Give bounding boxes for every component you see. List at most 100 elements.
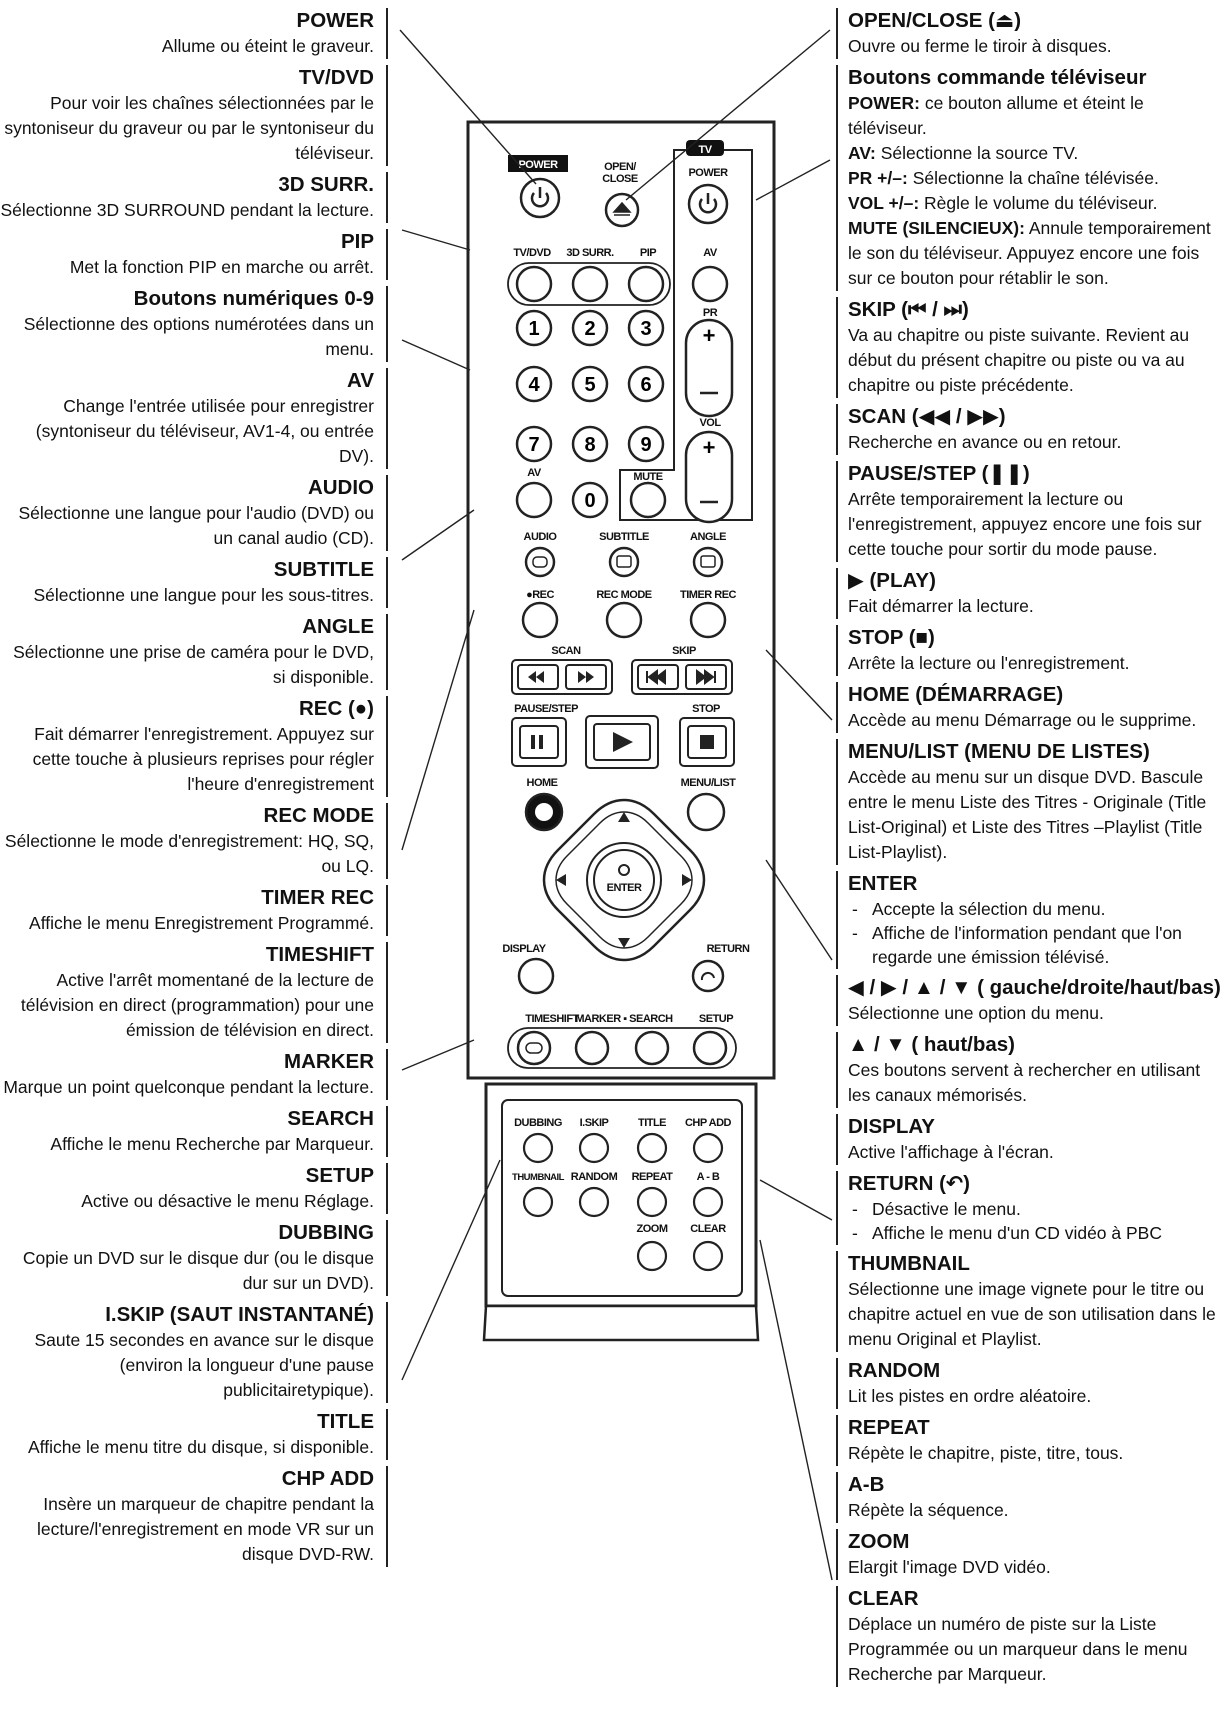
digit-button-6[interactable]: [627, 365, 665, 403]
entry-title: DISPLAY: [848, 1115, 935, 1138]
recmode-label: REC MODE: [596, 589, 651, 601]
iskip-label: I.SKIP: [580, 1117, 609, 1129]
return-button[interactable]: [691, 959, 725, 993]
entry-title: AV: [347, 369, 374, 392]
digit-button-8[interactable]: [571, 425, 609, 463]
entry-description: Insère un marqueur de chapitre pendant l…: [37, 1494, 374, 1564]
digit-button-5[interactable]: [571, 365, 609, 403]
marker-button[interactable]: [574, 1030, 610, 1066]
display-button[interactable]: [517, 957, 555, 995]
right-entry-gauche-droite-haut-bas: ◀ / ▶ / ▲ / ▼ ( gauche/droite/haut/bas)S…: [836, 975, 1222, 1026]
entry-description: Affiche le menu Enregistrement Programmé…: [29, 913, 374, 933]
subtitle-button[interactable]: [608, 546, 640, 578]
av-tv-button[interactable]: [691, 265, 729, 303]
dubbing-button[interactable]: [522, 1132, 554, 1164]
entry-description: Arrête la lecture ou l'enregistrement.: [848, 653, 1130, 673]
repeat-button[interactable]: [636, 1186, 668, 1218]
digit-button-7[interactable]: [515, 425, 553, 463]
up-arrow-button[interactable]: [618, 812, 630, 822]
timeshift-icon: [525, 1042, 543, 1054]
timerrec-button[interactable]: [689, 601, 727, 639]
right-arrow-button[interactable]: [682, 874, 692, 886]
angle-button[interactable]: [692, 546, 724, 578]
eject-icon: [612, 201, 632, 216]
av-tv-label: AV: [703, 247, 718, 259]
right-descriptions: OPEN/CLOSE (⏏)Ouvre ou ferme le tiroir à…: [836, 8, 1222, 1693]
enter-label: ENTER: [607, 882, 642, 894]
entry-description: Sélectionne une prise de caméra pour le …: [13, 642, 374, 687]
entry-title: HOME (DÉMARRAGE): [848, 683, 1064, 706]
menulist-button[interactable]: [686, 792, 726, 832]
av-button[interactable]: [515, 481, 553, 519]
search-button[interactable]: [634, 1030, 670, 1066]
audio-button[interactable]: [524, 546, 556, 578]
enter-button[interactable]: [593, 849, 655, 911]
pr-plus-icon: +: [703, 323, 716, 348]
right-entry-skip: SKIP (⏮ / ⏭)Va au chapitre ou piste suiv…: [836, 297, 1222, 398]
entry-title: REC (●): [298, 697, 374, 720]
digit-button-0[interactable]: [571, 481, 609, 519]
ab-button[interactable]: [692, 1186, 724, 1218]
entry-title: RETURN (↶): [848, 1172, 970, 1195]
entry-description: Ouvre ou ferme le tiroir à disques.: [848, 36, 1112, 56]
vol-rocker[interactable]: [684, 430, 734, 524]
tv-control-desc: Sélectionne la chaîne télévisée.: [907, 168, 1159, 188]
av-label: AV: [527, 467, 542, 479]
mute-button[interactable]: [629, 481, 667, 519]
rec-button[interactable]: [521, 601, 559, 639]
digit-label: 0: [584, 490, 595, 512]
entry-bullet: Accepte la sélection du menu.: [852, 897, 1222, 921]
left-entry-3d-surr: 3D SURR.Sélectionne 3D SURROUND pendant …: [0, 172, 388, 223]
right-entry-open-close: OPEN/CLOSE (⏏)Ouvre ou ferme le tiroir à…: [836, 8, 1222, 59]
entry-title: 3D SURR.: [278, 173, 374, 196]
entry-description: Ces boutons servent à rechercher en util…: [848, 1060, 1201, 1105]
display-label: DISPLAY: [502, 943, 546, 955]
entry-title: SCAN (◀◀ / ▶▶): [848, 405, 1006, 428]
digit-button-9[interactable]: [627, 425, 665, 463]
digit-button-1[interactable]: [515, 309, 553, 347]
digit-button-3[interactable]: [627, 309, 665, 347]
stop-label: STOP: [692, 703, 720, 715]
zoom-button[interactable]: [636, 1240, 668, 1272]
entry-title: REC MODE: [263, 804, 374, 827]
setup-button[interactable]: [692, 1030, 728, 1066]
timeshift-button[interactable]: [516, 1030, 552, 1066]
surr-button[interactable]: [571, 265, 609, 303]
digit-button-2[interactable]: [571, 309, 609, 347]
iskip-button[interactable]: [578, 1132, 610, 1164]
angle-icon: [700, 555, 716, 568]
stop-icon: [700, 735, 714, 749]
left-entry-i-skip-saut-instantane: I.SKIP (SAUT INSTANTANÉ)Saute 15 seconde…: [0, 1302, 388, 1403]
title-button[interactable]: [636, 1132, 668, 1164]
left-entry-rec: REC (●)Fait démarrer l'enregistrement. A…: [0, 696, 388, 797]
digit-label: 7: [528, 434, 539, 456]
random-button[interactable]: [578, 1186, 610, 1218]
pause-group: [511, 717, 567, 767]
pip-button[interactable]: [627, 265, 665, 303]
clear-button[interactable]: [692, 1240, 724, 1272]
down-arrow-button[interactable]: [618, 938, 630, 948]
rec-label: ●REC: [526, 589, 554, 601]
digit-button-4[interactable]: [515, 365, 553, 403]
tvdvd-button[interactable]: [515, 265, 553, 303]
entry-description: Affiche le menu titre du disque, si disp…: [28, 1437, 374, 1457]
thumbnail-button[interactable]: [522, 1186, 554, 1218]
entry-title: TITLE: [317, 1410, 374, 1433]
timeshift-group: [507, 1027, 737, 1069]
tv-control-desc: Sélectionne la source TV.: [875, 143, 1079, 163]
timeshift-label: TIMESHIFT: [525, 1013, 579, 1025]
chpadd-button[interactable]: [692, 1132, 724, 1164]
pr-rocker[interactable]: [684, 318, 734, 418]
rewind-icon: [528, 671, 544, 683]
recmode-button[interactable]: [605, 601, 643, 639]
left-arrow-button[interactable]: [556, 874, 566, 886]
